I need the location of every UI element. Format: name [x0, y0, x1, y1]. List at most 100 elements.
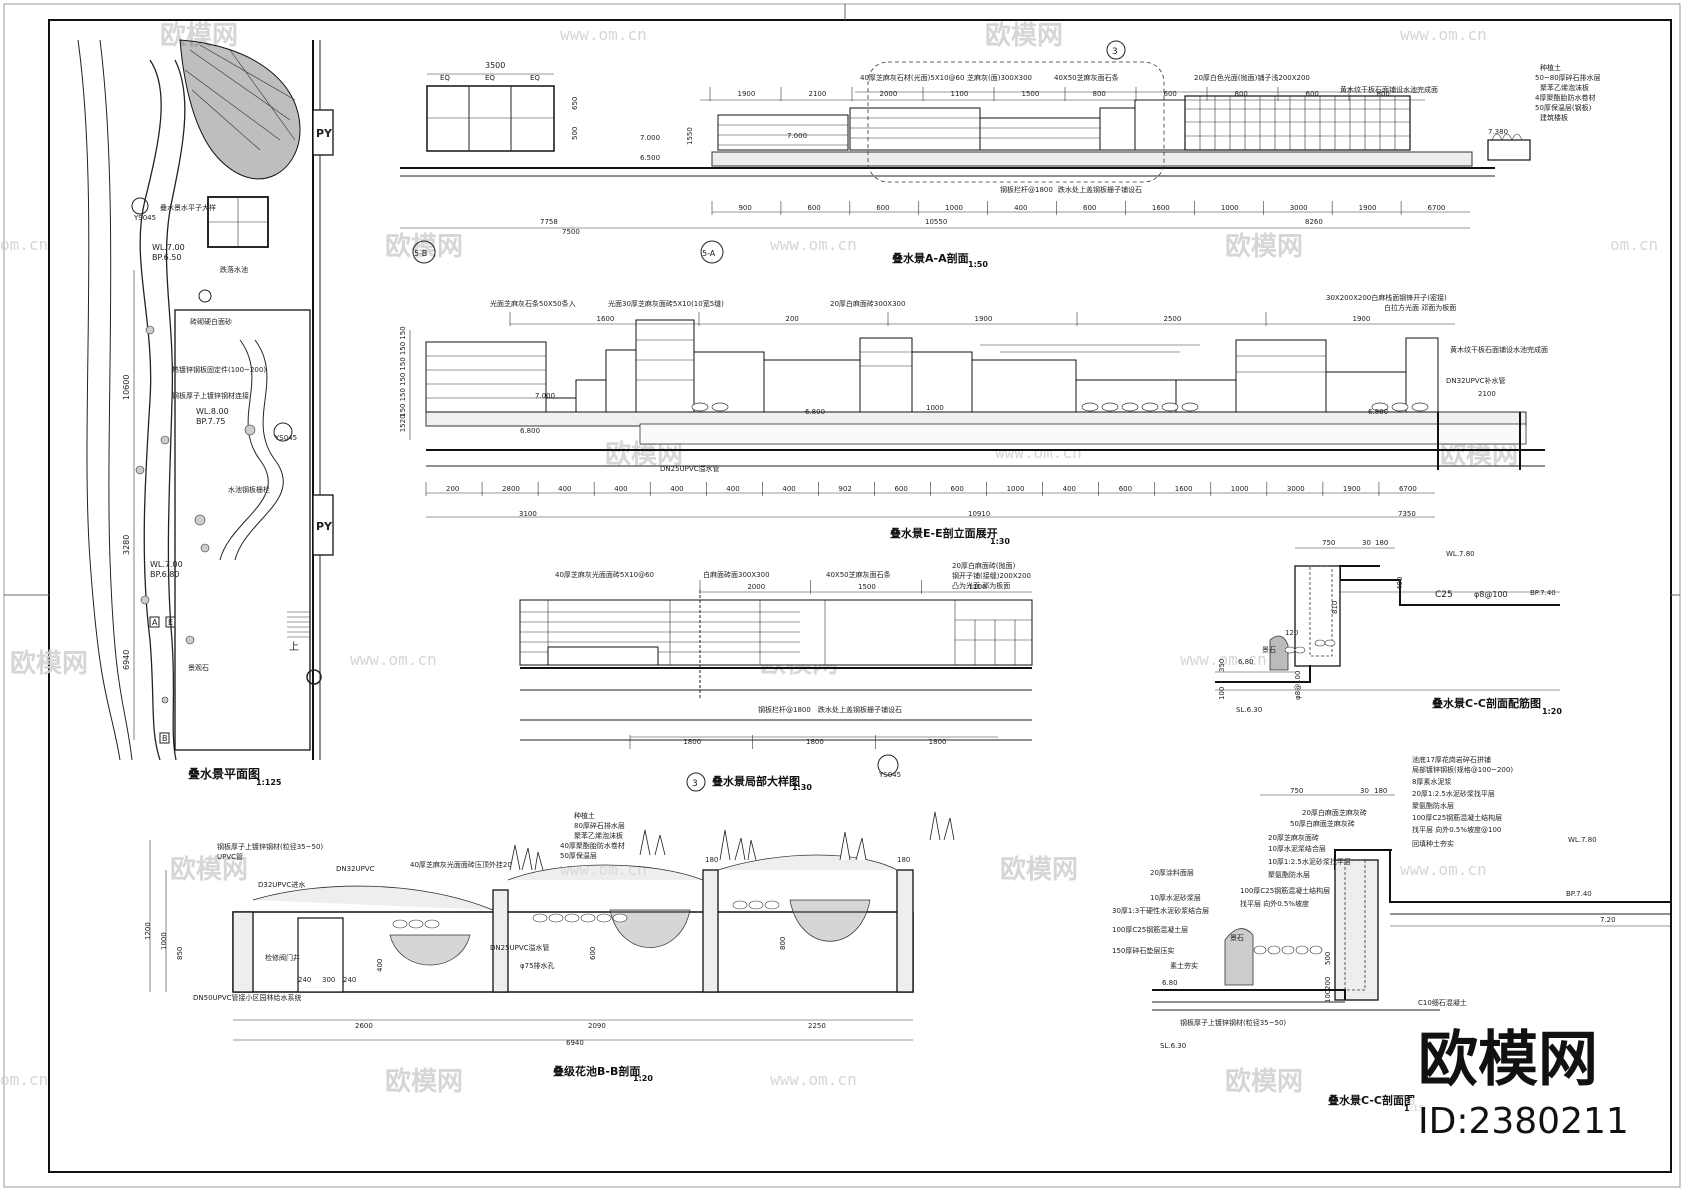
section-mark: A: [152, 618, 158, 627]
up-label: 上: [289, 641, 299, 653]
dimension: 30: [1362, 539, 1371, 547]
dimension: 1000: [1007, 485, 1025, 493]
dimension: 3100: [519, 510, 537, 518]
cc-note: 20厚1:2.5水泥砂浆找平层: [1412, 789, 1495, 798]
dimension: 1000: [160, 932, 168, 950]
ccr-note: 景石: [1262, 646, 1276, 654]
dimension: 3000: [1290, 204, 1308, 212]
dimension: 600: [1119, 485, 1132, 493]
drawing-frame: [48, 19, 1672, 1173]
cc-note: 20厚芝麻灰面砖: [1268, 833, 1319, 842]
section-mark: B: [162, 734, 168, 743]
dimension: 3280: [122, 535, 131, 555]
dimension: 150: [399, 326, 407, 339]
level-tag: WL.8.00: [196, 407, 229, 416]
dimension: EQ: [530, 74, 540, 82]
bb-note: 检修阀门井: [265, 953, 300, 962]
dimension: 1100: [969, 583, 987, 591]
watermark-logo: 欧模网: [1225, 1066, 1303, 1097]
dimension: 800: [779, 937, 787, 950]
cc-note: 找平层 向外0.5%坡度@100: [1412, 825, 1501, 834]
level-tag: 7.000: [787, 132, 807, 140]
dimension: 600: [951, 485, 964, 493]
dimension: 600: [1306, 90, 1319, 98]
cc-note: 20厚涂料面层: [1150, 868, 1194, 877]
plan-scale: 1:125: [256, 778, 282, 787]
dimension: 200: [1324, 977, 1332, 990]
dimension: 2500: [1164, 315, 1182, 323]
dimension: 200: [786, 315, 799, 323]
cc-note: 钢板厚子上镀锌钢材(粒径35~50): [1180, 1018, 1286, 1027]
brand-logo-text: 欧模网: [1418, 1025, 1598, 1095]
concrete-grade: C25: [1435, 590, 1453, 600]
ee-scale: 1:30: [990, 537, 1010, 546]
cc-note: 景石: [1230, 934, 1244, 942]
bb-note: DN50UPVC管接小区园林给水系统: [193, 993, 302, 1002]
dimension: 150: [399, 373, 407, 386]
cc-note: 素土夯实: [1170, 961, 1198, 970]
watermark-logo: 欧模网: [170, 854, 248, 885]
detail-note: 20厚白麻面砖(抛面): [952, 561, 1016, 570]
bb-note: 钢板厚子上镀锌钢材(粒径35~50): [217, 842, 323, 851]
cc-note: 局部镀锌钢板(规格@100~200): [1412, 765, 1513, 774]
dimension: 150: [399, 357, 407, 370]
dimension: 1600: [1152, 204, 1170, 212]
dimension: 240: [343, 976, 356, 984]
aa-note: 50厚保温层(钢板): [1535, 103, 1592, 112]
dimension: 150: [399, 342, 407, 355]
watermark-logo: 欧模网: [1000, 854, 1078, 885]
watermark-url: www.om.cn: [1180, 650, 1267, 669]
level-tag: 6.800: [805, 408, 825, 416]
dimension: 400: [782, 485, 795, 493]
aa-note: 黄木纹干板石面铺设水池完成面: [1340, 85, 1438, 94]
level-tag: 7.380: [1488, 128, 1508, 136]
section-aa: 3500 EQ EQ EQ 650 500 1550: [400, 40, 1601, 269]
dimension: 400: [376, 959, 384, 972]
dimension: 6940: [566, 1039, 584, 1047]
aa-note: 40厚芝麻灰石材(光面)5X10@60: [860, 73, 964, 82]
cc-note: 聚氨酯防水层: [1268, 870, 1310, 879]
watermark-logo: 欧模网: [160, 20, 238, 51]
detail-number: 3: [692, 779, 698, 789]
cc-note: C10细石混凝土: [1418, 998, 1467, 1007]
level-tag: BP.7.40: [1530, 589, 1556, 597]
bb-title: 叠级花池B-B剖面: [553, 1064, 640, 1078]
dimension: 600: [894, 485, 907, 493]
detail-note: 40厚芝麻灰光面面砖5X10@60: [555, 570, 654, 579]
ee-note: DN32UPVC补水管: [1446, 376, 1506, 385]
dimension: 500: [571, 127, 579, 140]
bb-note: 80厚碎石排水层: [574, 821, 625, 830]
bb-note: 40厚芝麻灰光面面砖压顶外挂20: [410, 860, 512, 869]
dimension: 850: [176, 947, 184, 960]
dimension: 800: [1235, 90, 1248, 98]
ee-note: 光面30厚芝麻灰面砖5X10(10宽5缝): [608, 299, 724, 308]
dimension: 2600: [355, 1022, 373, 1030]
cc-note: 池底17厚花岗岩碎石拼铺: [1412, 755, 1491, 764]
aa-note: 钢板栏杆@1800: [1000, 185, 1053, 194]
cc-note: 回填种土夯实: [1412, 839, 1454, 848]
dimension: 600: [876, 204, 889, 212]
ref-tag: YS045: [133, 214, 156, 222]
dimension: 150: [399, 403, 407, 416]
cc-note: 10厚水泥砂浆层: [1150, 893, 1201, 902]
dimension: 750: [1290, 787, 1303, 795]
bb-note: 40厚聚酯胎防水卷材: [560, 841, 625, 850]
aa-note: 芝麻灰(面)300X300: [967, 73, 1032, 82]
cc-note: 8厚素水泥浆: [1412, 777, 1451, 786]
detail-note: 白麻面砖面300X300: [703, 570, 770, 579]
dimension: 7350: [1398, 510, 1416, 518]
dimension: 2100: [809, 90, 827, 98]
level-tag: 6.80: [1238, 658, 1254, 666]
level-tag: SL.6.30: [1236, 706, 1262, 714]
level-tag: SL.6.30: [1160, 1042, 1186, 1050]
level-tag: WL.7.00: [150, 560, 183, 569]
detail-note: 凸为光面 邓为板面: [952, 581, 1010, 590]
watermark-url: www.om.cn: [1400, 25, 1487, 44]
level-tag: 6.80: [1162, 979, 1178, 987]
section-ee: 光面芝麻灰石条50X50条入 光面30厚芝麻灰面砖5X10(10宽5缝) 20厚…: [399, 293, 1548, 546]
detail-note: 40X50芝麻灰面石条: [826, 570, 891, 579]
cc-note: 100厚C25钢筋混凝土结构层: [1240, 886, 1330, 895]
section-cc: 750 30 180 20厚白麻面芝麻灰砖 50厚白麻面芝麻灰砖 20厚芝麻灰面…: [1112, 755, 1670, 1113]
ref-tag: YS045: [878, 771, 901, 779]
